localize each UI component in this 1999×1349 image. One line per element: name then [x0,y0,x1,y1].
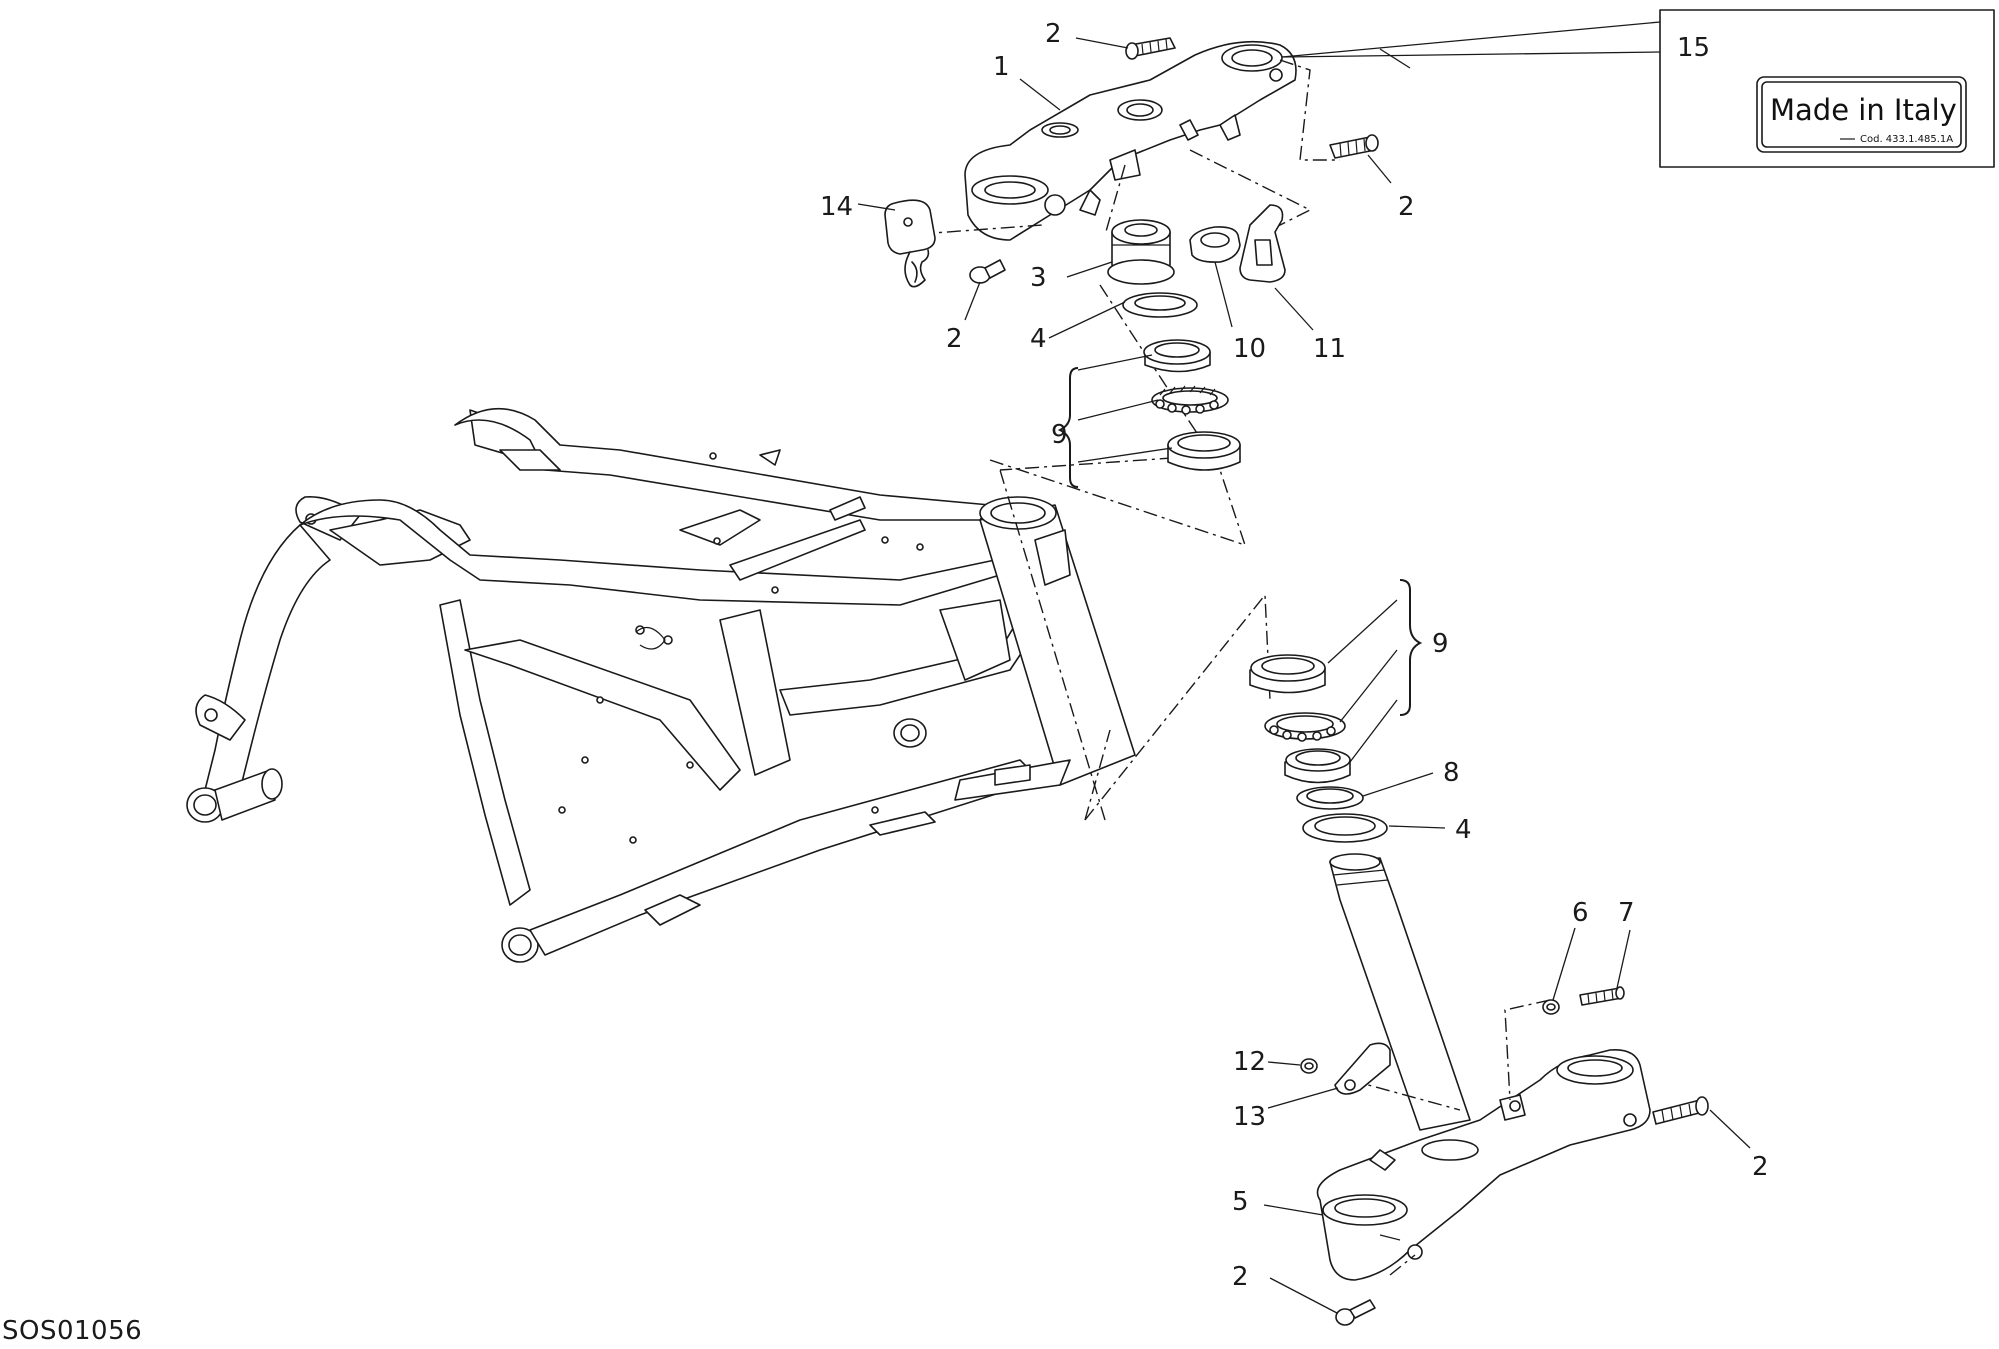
bolt-part-2-left [969,259,1006,284]
callout-label: 13 [1233,1102,1266,1132]
screw-part-7 [1579,986,1625,1006]
label-plate-code: Cod. 433.1.485.1A [1860,134,1953,145]
rubber-part-10 [1189,226,1241,263]
callout-label: 15 [1677,33,1710,63]
label-inset-part-15: Made in Italy Cod. 433.1.485.1A [1281,9,1995,168]
callout-label: 6 [1572,898,1589,928]
callout-label: 11 [1313,334,1346,364]
callout-label: 12 [1233,1047,1266,1077]
callout-label: 4 [1455,815,1472,845]
callout-label: 4 [1030,324,1047,354]
callout-label: 2 [946,324,963,354]
bracket-part-11 [1239,204,1286,283]
upper-triple-clamp [964,40,1297,241]
bolt-part-2-lower-right [1652,1096,1709,1125]
callout-label: 2 [1232,1262,1249,1292]
callout-label: 3 [1030,263,1047,293]
callout-label: 9 [1051,420,1068,450]
callout-label: 2 [1398,192,1415,222]
label-plate-title: Made in Italy [1770,93,1957,127]
callout-label: 14 [820,192,853,222]
callout-label: 9 [1432,629,1449,659]
key-part-14 [884,199,936,288]
leader-lines [857,37,1751,1314]
brace-part-9-upper [1057,367,1079,488]
callout-label: 7 [1618,898,1635,928]
callout-label: 1 [993,52,1010,82]
lower-triple-clamp [1316,853,1651,1281]
callout-label: 8 [1443,758,1460,788]
callout-label: 2 [1752,1152,1769,1182]
diagram-code: SOS01056 [2,1316,143,1346]
callout-label: 2 [1045,19,1062,49]
clamp-part-13 [1334,1042,1391,1095]
seal-part-4-lower [1302,813,1388,843]
seal-part-4-upper [1122,292,1198,318]
motorcycle-frame [186,407,1136,963]
nut-part-6 [1542,999,1560,1015]
bolt-part-2-top [1125,37,1176,60]
brace-part-9-lower [1399,579,1423,716]
callout-numbers: 1 2 2 2 2 2 3 4 4 5 6 7 8 9 9 10 11 12 1… [820,19,1769,1292]
bearing-set-part-9-upper [1143,339,1241,471]
callout-label: 5 [1232,1187,1249,1217]
bolt-part-2-right [1329,134,1379,159]
callout-label: 10 [1233,334,1266,364]
screw-part-12 [1300,1058,1318,1074]
bearing-set-part-9-lower [1249,654,1351,784]
spacer-part-8 [1296,786,1364,810]
bolt-part-2-bottom [1335,1299,1376,1326]
adjuster-nut-part-3 [1107,219,1175,285]
